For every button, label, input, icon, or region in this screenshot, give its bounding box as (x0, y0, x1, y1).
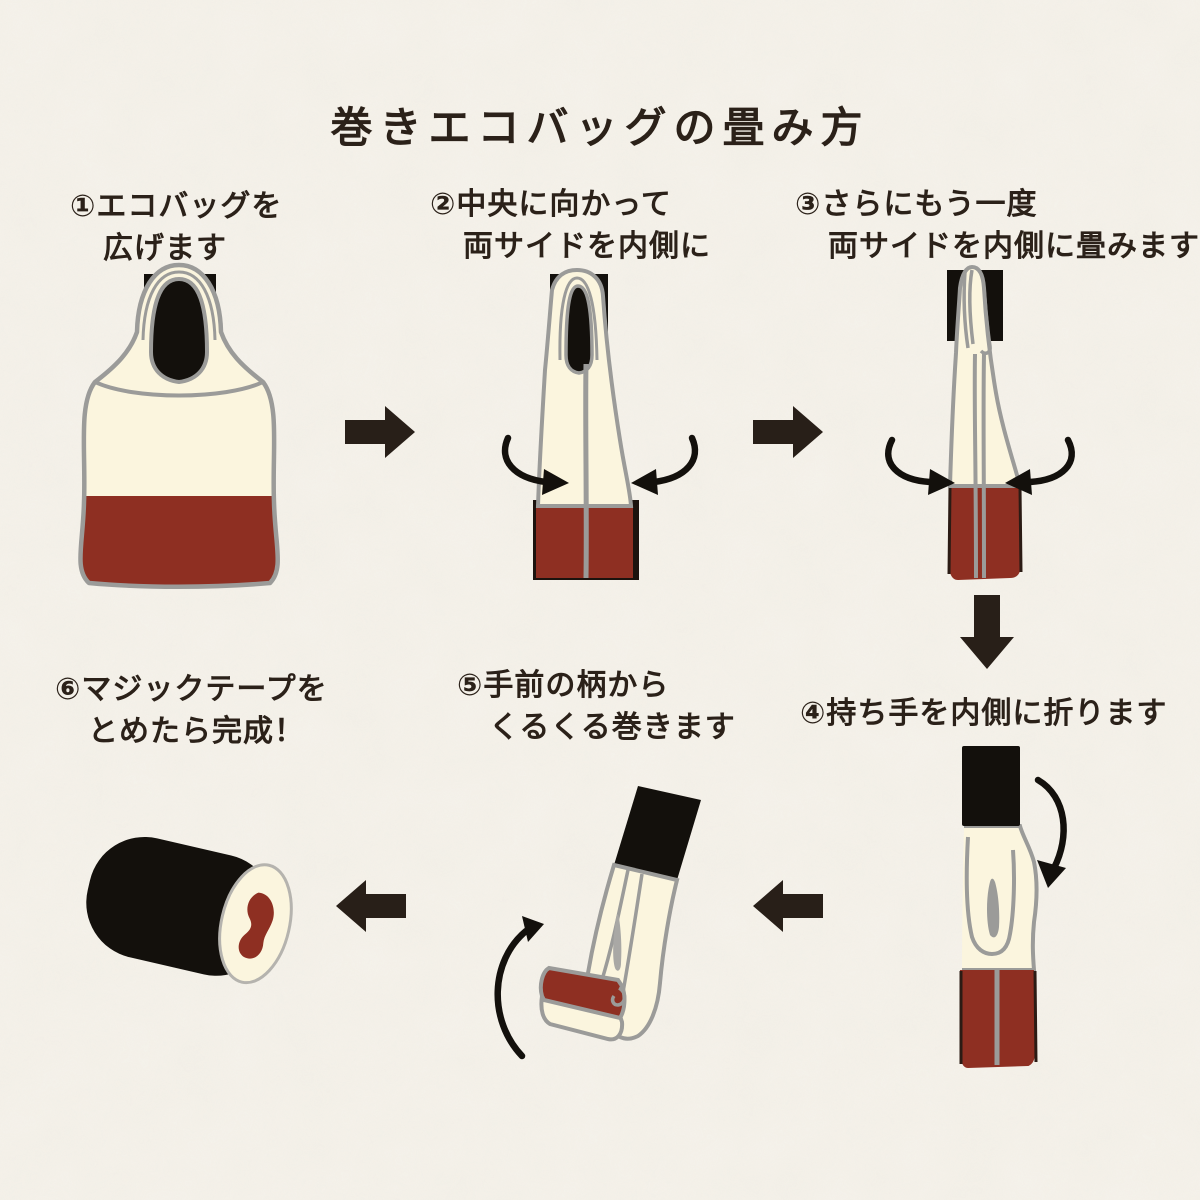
handle-opening (564, 284, 594, 375)
step1-label-line2: 広げます (103, 231, 227, 266)
step2-label-line1: ②中央に向かって (430, 187, 672, 222)
step5-label-line2: くるくる巻きます (489, 710, 736, 745)
finished-roll-illustration (86, 836, 293, 985)
step3-label-line2: 両サイドを内側に畳みます (828, 229, 1200, 264)
step6-label-line2: とめたら完成！ (88, 714, 305, 749)
eco-bag-opened-illustration (78, 262, 280, 589)
bag-body (962, 826, 1037, 970)
roll-curl (610, 986, 627, 1007)
bag-rolling-up-illustration (494, 786, 701, 1060)
step4-label-line1: ④持ち手を内側に折ります (800, 696, 1168, 731)
handle-folded-inward-illustration (959, 746, 1067, 1068)
bag-folded-twice-illustration (885, 264, 1075, 580)
step5-label-line1: ⑤手前の柄から (457, 668, 670, 703)
roll-underside (539, 991, 625, 1042)
bag-red-stripe (80, 496, 278, 587)
step1-label-line1: ①エコバッグを (70, 189, 283, 224)
page-title: 巻きエコバッグの畳み方 (330, 103, 870, 152)
folded-handle-outline (964, 836, 1016, 957)
roll-red-swirl (238, 892, 274, 959)
rolling-arrow (494, 927, 530, 1060)
flow-arrow-left-icon (753, 880, 823, 932)
handle-black-tab (614, 786, 701, 880)
bag-folded-once-illustration (501, 267, 699, 580)
flow-arrow-right-icon (345, 406, 415, 458)
handle-black-tab (962, 746, 1020, 826)
fold-down-arrow (1034, 776, 1067, 872)
flow-arrow-right-icon (753, 406, 823, 458)
flow-arrow-left-icon (336, 880, 406, 932)
step6-label-line1: ⑥マジックテープを (55, 672, 328, 707)
fold-inward-arrows (501, 434, 699, 486)
flow-arrow-down-icon (960, 595, 1014, 669)
step2-label-line2: 両サイドを内側に (463, 229, 711, 264)
step3-label-line1: ③さらにもう一度 (795, 187, 1038, 222)
fold-inward-arrows (885, 436, 1075, 486)
